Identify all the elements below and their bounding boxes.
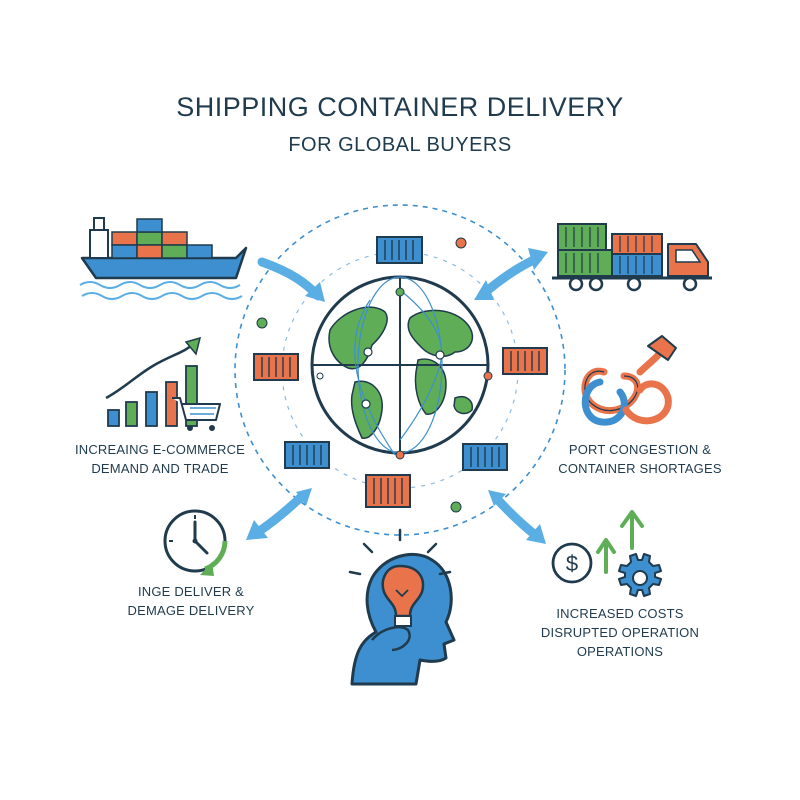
orbit-container-right: [502, 347, 548, 375]
up-arrows-icon: [596, 510, 644, 574]
caption-ecommerce: INCREAING E-COMMERCE DEMAND AND TRADE: [70, 440, 250, 478]
page-title: SHIPPING CONTAINER DELIVERY: [176, 92, 624, 122]
clock-icon: [163, 509, 228, 576]
broken-chain-icon: [581, 335, 677, 426]
svg-text:$: $: [566, 551, 578, 576]
orbit-container-left: [253, 353, 299, 381]
truck-icon: [552, 223, 712, 292]
caption-port: PORT CONGESTION & CONTAINER SHORTAGES: [550, 440, 730, 478]
orbit-container-bottom: [365, 474, 411, 508]
orbit-dot: [450, 501, 462, 513]
thinking-head-icon: [348, 528, 456, 686]
cargo-ship-icon: [79, 217, 248, 300]
arrow-globe-clock: [246, 488, 312, 540]
orbit-container-top: [376, 236, 423, 264]
orbit-ring-outer: [234, 204, 566, 536]
caption-line: DEMAGE DELIVERY: [127, 603, 255, 618]
orbit-dot: [256, 317, 268, 329]
caption-line: INGE DELIVER &: [137, 584, 245, 599]
caption-delivery: INGE DELIVER & DEMAGE DELIVERY: [106, 582, 276, 620]
cart-icon: [172, 397, 221, 431]
caption-line: OPERATIONS: [576, 644, 664, 659]
caption-line: INCREASED COSTS: [556, 606, 684, 621]
page-subtitle: FOR GLOBAL BUYERS: [288, 134, 512, 156]
orbit-container-lower-right: [462, 443, 508, 471]
caption-line: PORT CONGESTION &: [568, 442, 712, 457]
arrow-globe-costs: [488, 490, 546, 544]
caption-line: DEMAND AND TRADE: [91, 461, 229, 476]
caption-line: CONTAINER SHORTAGES: [558, 461, 722, 476]
gear-icon: [618, 553, 662, 597]
caption-line: DISRUPTED OPERATION: [540, 625, 700, 640]
globe-icon: [310, 275, 493, 460]
dollar-icon: $: [551, 542, 593, 584]
arrow-ship-to-globe: [257, 257, 325, 302]
orbit-container-lower-left: [284, 441, 330, 469]
caption-costs: INCREASED COSTS DISRUPTED OPERATION OPER…: [520, 604, 720, 661]
arrow-globe-truck: [474, 248, 548, 300]
orbit-dot: [455, 237, 467, 249]
caption-line: INCREAING E-COMMERCE: [74, 442, 246, 457]
